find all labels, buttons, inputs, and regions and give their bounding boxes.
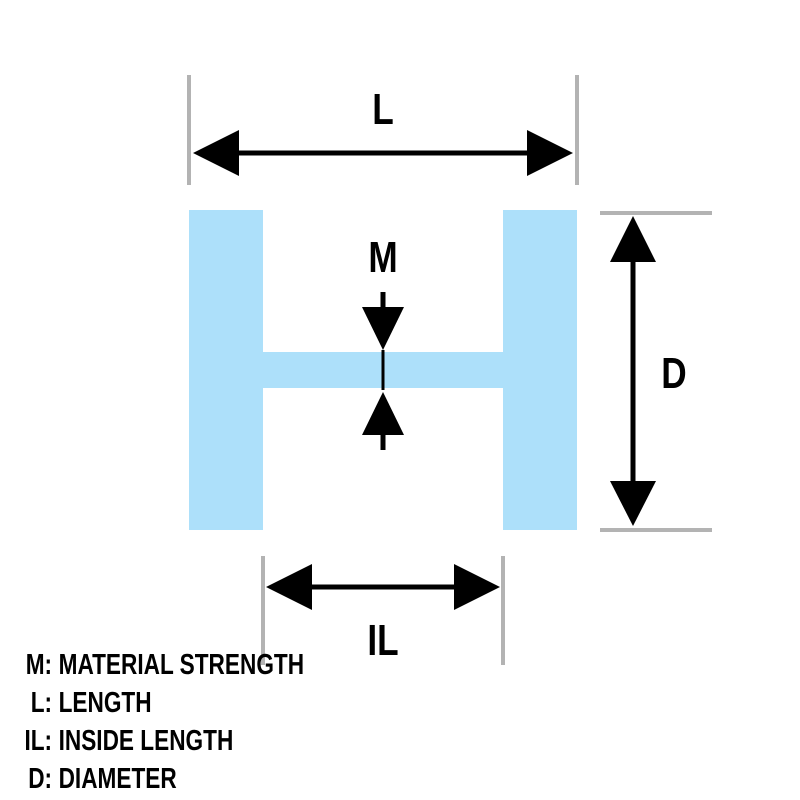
legend-separator: : [44,649,53,681]
legend: M:MATERIAL STRENGTH L:LENGTH IL:INSIDE L… [4,646,304,798]
legend-row: IL:INSIDE LENGTH [4,722,304,760]
material-strength-label: M [368,233,397,282]
inside-length-dimension-arrow [266,564,500,610]
legend-key: D [28,763,45,795]
spool-shape [189,210,577,530]
legend-separator: : [44,687,53,719]
diameter-label: D [661,349,686,398]
legend-row: M:MATERIAL STRENGTH [4,646,304,684]
extension-lines [187,75,712,665]
legend-key: L [30,687,45,719]
legend-row: D:DIAMETER [4,760,304,798]
inside-length-arrowhead-right [454,564,500,610]
diameter-arrowhead-top [610,216,656,262]
legend-text: INSIDE LENGTH [58,725,234,757]
length-arrowhead-left [193,130,239,176]
legend-key: IL [24,725,45,757]
legend-text: DIAMETER [58,763,177,795]
right-flange [503,210,577,530]
left-flange [189,210,263,530]
legend-separator: : [44,725,53,757]
inside-length-arrowhead-left [266,564,312,610]
length-arrowhead-right [527,130,573,176]
material-strength-indicator [362,292,404,450]
length-label: L [372,85,394,134]
legend-text: MATERIAL STRENGTH [58,649,305,681]
legend-row: L:LENGTH [4,684,304,722]
diameter-arrowhead-bottom [610,481,656,526]
legend-text: LENGTH [58,687,152,719]
material-strength-arrowhead-down [362,307,404,350]
length-dimension-arrow [193,130,573,176]
inside-length-label: IL [367,616,398,665]
material-strength-arrowhead-up [362,392,404,435]
legend-separator: : [44,763,53,795]
diameter-dimension-arrow [610,216,656,526]
legend-key: M [25,649,45,681]
